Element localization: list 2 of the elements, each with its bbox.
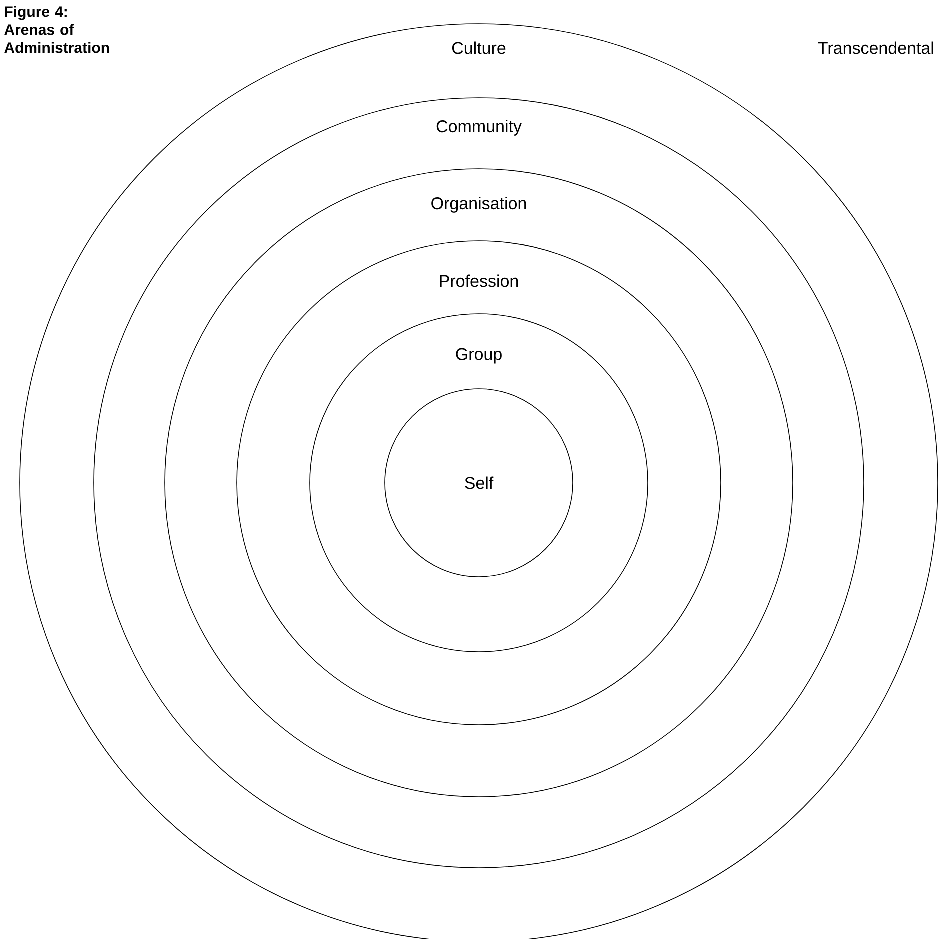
- arena-label: Transcendental: [818, 42, 934, 54]
- figure-title: Figure 4: Arenas of Administration: [4, 6, 110, 54]
